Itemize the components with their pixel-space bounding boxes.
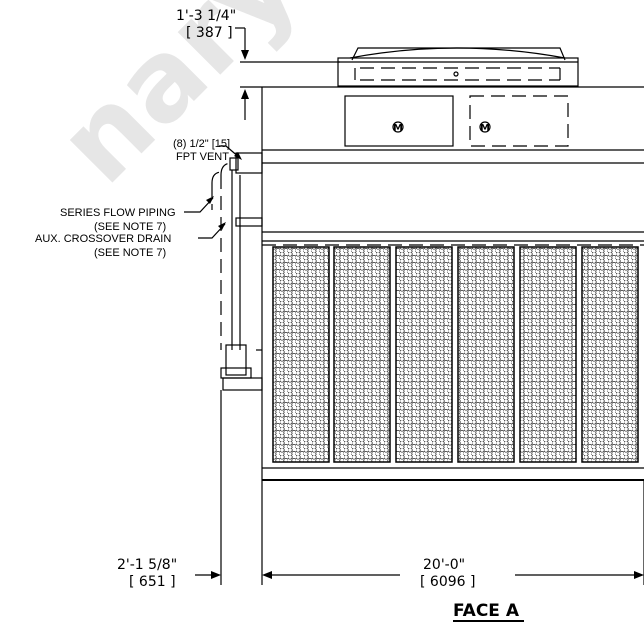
louver-panels bbox=[272, 246, 639, 463]
watermark-text: nary bbox=[34, 0, 321, 207]
left-offset-metric: [ 651 ] bbox=[129, 574, 176, 590]
series-flow-line1: SERIES FLOW PIPING bbox=[60, 207, 176, 219]
face-label-group: FACE A bbox=[453, 601, 524, 622]
series-flow-callout: SERIES FLOW PIPING (SEE NOTE 7) bbox=[60, 196, 214, 233]
crossover-drain-line2: (SEE NOTE 7) bbox=[94, 247, 166, 259]
crossover-drain-callout: AUX. CROSSOVER DRAIN (SEE NOTE 7) bbox=[35, 222, 226, 259]
motor-box-1: M bbox=[344, 95, 454, 147]
motor-box-2: M bbox=[469, 95, 569, 147]
vent-callout-line2: FPT VENT bbox=[176, 151, 229, 163]
motor-symbol-2: M bbox=[480, 123, 490, 134]
bottom-dimensions bbox=[195, 390, 644, 585]
width-imperial: 20'-0" bbox=[423, 557, 465, 573]
vent-callout-line1: (8) 1/2" [15] bbox=[173, 138, 230, 150]
width-metric: [ 6096 ] bbox=[420, 574, 475, 590]
fan-shroud bbox=[337, 47, 579, 87]
top-height-dimension: 1'-3 1/4" [ 387 ] bbox=[176, 8, 340, 120]
crossover-drain-line1: AUX. CROSSOVER DRAIN bbox=[35, 233, 171, 245]
top-height-metric: [ 387 ] bbox=[186, 25, 233, 41]
series-flow-line2: (SEE NOTE 7) bbox=[94, 221, 166, 233]
top-height-imperial: 1'-3 1/4" bbox=[176, 8, 236, 24]
left-offset-imperial: 2'-1 5/8" bbox=[117, 557, 177, 573]
motor-symbol-1: M bbox=[393, 123, 403, 134]
piping bbox=[211, 152, 263, 391]
face-label: FACE A bbox=[453, 601, 520, 621]
vent-callout: (8) 1/2" [15] FPT VENT bbox=[173, 138, 242, 163]
